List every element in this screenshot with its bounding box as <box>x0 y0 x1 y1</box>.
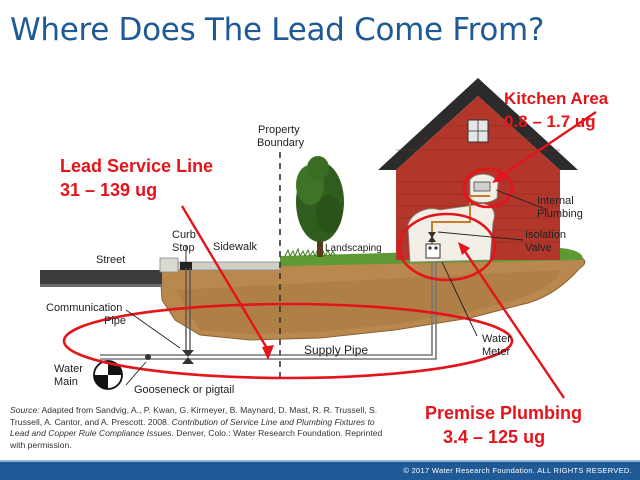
footer-bar: © 2017 Water Research Foundation. ALL RI… <box>0 462 640 480</box>
gooseneck-label: Gooseneck or pigtail <box>134 384 234 396</box>
service-line-leader <box>180 205 270 351</box>
copyright-notice: © 2017 Water Research Foundation. ALL RI… <box>403 466 632 475</box>
sidewalk-slab <box>177 261 281 271</box>
service-line-title: Lead Service Line <box>60 156 213 176</box>
isolation-valve-label-2: Valve <box>525 242 552 254</box>
water-meter-label-2: Meter <box>482 346 510 358</box>
sidewalk-label: Sidewalk <box>213 241 258 253</box>
source-title: Contribution of Service Line and Plumbin… <box>10 416 375 439</box>
premise-arrowhead <box>458 242 470 255</box>
water-main-label: Water <box>54 363 83 375</box>
source-citation: Source: Adapted from Sandvig, A., P. Kwa… <box>10 405 390 451</box>
street-edge <box>40 284 162 287</box>
tree-illustration <box>296 156 344 257</box>
slide-title: Where Does The Lead Come From? <box>10 12 545 48</box>
service-line-ellipse <box>62 302 514 380</box>
landscaping-label: Landscaping <box>325 243 382 254</box>
internal-plumbing-label-2: Plumbing <box>537 208 583 220</box>
pipe-network <box>100 262 437 364</box>
internal-plumbing-label: Internal <box>537 195 574 207</box>
curb-stop-valve <box>182 350 194 357</box>
isolation-valve-label: Isolation <box>525 229 566 241</box>
curb-stop-box <box>180 262 192 270</box>
kitchen-ellipse <box>462 167 514 209</box>
curb-stop-label-2: Stop <box>172 242 195 254</box>
label-leaders <box>125 189 549 386</box>
premise-plumbing-ellipse <box>397 212 497 282</box>
water-main-label-2: Main <box>54 376 78 388</box>
property-boundary-label: Property <box>258 124 300 136</box>
source-text-a: Adapted from Sandvig, A., P. Kwan, G. Ki… <box>10 405 378 427</box>
source-text-b: Denver, Colo.: Water Research Foundation… <box>10 428 383 450</box>
house-illustration <box>378 78 578 263</box>
communication-pipe-label-2: Pipe <box>104 315 126 327</box>
source-label: Source: <box>10 405 40 415</box>
service-line-arrowhead <box>262 345 274 360</box>
grass-blades <box>284 247 336 258</box>
premise-plumbing-value: 3.4 – 125 ug <box>443 427 545 447</box>
premise-leader <box>463 249 565 399</box>
water-meter-label: Water <box>482 333 511 345</box>
curb <box>159 257 179 273</box>
footer-stripe <box>0 460 640 462</box>
kitchen-arrowhead <box>492 171 506 183</box>
communication-pipe-label: Communication <box>46 302 122 314</box>
premise-plumbing-title: Premise Plumbing <box>425 403 582 423</box>
street-slab <box>40 270 162 284</box>
soil-shading <box>175 270 560 334</box>
kitchen-area-title: Kitchen Area <box>504 89 609 108</box>
service-line-value: 31 – 139 ug <box>60 180 157 200</box>
curb-stop-label: Curb <box>172 229 196 241</box>
kitchen-area-value: 0.8 – 1.7 ug <box>504 112 596 131</box>
supply-pipe-label: Supply Pipe <box>304 343 368 357</box>
kitchen-leader <box>497 111 597 179</box>
gooseneck-fitting <box>145 354 151 360</box>
property-boundary-label-2: Boundary <box>257 137 305 149</box>
street-label: Street <box>96 254 125 266</box>
